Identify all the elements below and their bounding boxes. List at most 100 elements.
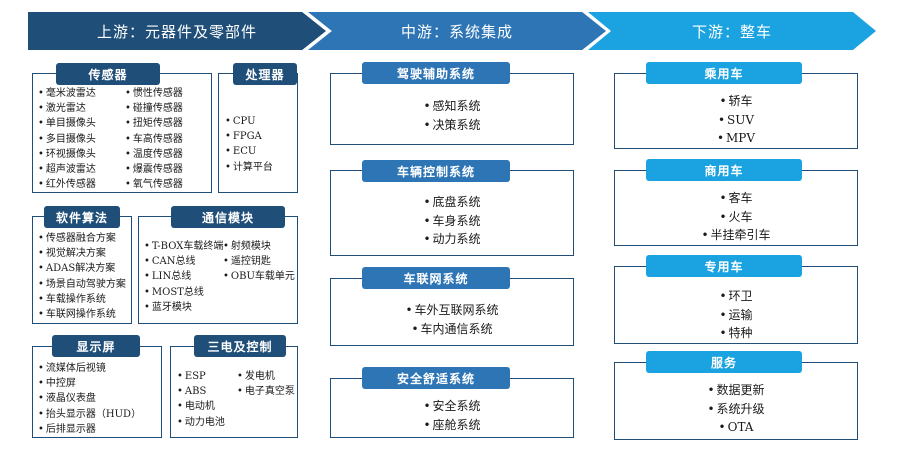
electric-title: 三电及控制 xyxy=(194,335,286,357)
list-item: ECU xyxy=(225,144,273,159)
list-item: ESP xyxy=(177,369,225,384)
list-item: 运输 xyxy=(615,306,857,325)
list-item: 蓝牙模块 xyxy=(144,300,223,315)
list-item: 红外传感器 xyxy=(38,177,96,192)
electric-list-2: 发电机 电子真空泵 xyxy=(237,369,295,399)
down-list-3: 环卫 运输 特种 xyxy=(615,287,857,343)
processor-title: 处理器 xyxy=(233,63,297,85)
comm-list-2: 射频模块 遥控钥匙 OBU车载单元 xyxy=(223,239,295,285)
mid-title-4: 安全舒适系统 xyxy=(362,367,510,389)
list-item: 超声波雷达 xyxy=(38,162,96,177)
mid-box-3: 车外互联网系统 车内通信系统 xyxy=(330,278,574,346)
list-item: 座舱系统 xyxy=(331,416,573,435)
down-list-1: 轿车 SUV MPV xyxy=(615,92,857,148)
down-title-3: 专用车 xyxy=(646,255,802,277)
list-item: 激光雷达 xyxy=(38,101,96,116)
list-item: 氧气传感器 xyxy=(125,177,183,192)
list-item: 客车 xyxy=(615,189,857,208)
display-list: 流媒体后视镜 中控屏 液晶仪表盘 抬头显示器（HUD） 后排显示器 xyxy=(38,361,141,437)
mid-title-2: 车辆控制系统 xyxy=(362,160,510,182)
list-item: 动力系统 xyxy=(331,230,573,249)
list-item: 爆震传感器 xyxy=(125,162,183,177)
mid-list-2: 底盘系统 车身系统 动力系统 xyxy=(331,193,573,249)
comm-box: T-BOX车载终端 CAN总线 LIN总线 MOST总线 蓝牙模块 射频模块 遥… xyxy=(138,216,298,324)
list-item: 场景自动驾驶方案 xyxy=(38,277,126,292)
mid-title-1: 驾驶辅助系统 xyxy=(362,62,510,84)
list-item: ABS xyxy=(177,384,225,399)
list-item: 数据更新 xyxy=(615,381,857,400)
list-item: 感知系统 xyxy=(331,97,573,116)
electric-box: ESP ABS 电动机 动力电池 发电机 电子真空泵 xyxy=(170,346,298,438)
list-item: 传感器融合方案 xyxy=(38,231,126,246)
list-item: 轿车 xyxy=(615,92,857,111)
processor-list: CPU FPGA ECU 计算平台 xyxy=(225,114,273,175)
list-item: 中控屏 xyxy=(38,376,141,391)
mid-title-3: 车联网系统 xyxy=(362,267,510,289)
stage-upstream: 上游：元器件及零部件 xyxy=(28,12,326,50)
list-item: 扭矩传感器 xyxy=(125,116,183,131)
list-item: 车联网操作系统 xyxy=(38,307,126,322)
list-item: 特种 xyxy=(615,324,857,343)
sensors-title: 传感器 xyxy=(56,63,160,85)
down-box-3: 环卫 运输 特种 xyxy=(614,266,858,344)
mid-list-4: 安全系统 座舱系统 xyxy=(331,397,573,434)
down-title-1: 乘用车 xyxy=(646,62,802,84)
list-item: 环卫 xyxy=(615,287,857,306)
down-box-2: 客车 火车 半挂牵引车 xyxy=(614,170,858,246)
list-item: 温度传感器 xyxy=(125,147,183,162)
list-item: 后排显示器 xyxy=(38,422,141,437)
list-item: 系统升级 xyxy=(615,400,857,419)
list-item: MPV xyxy=(615,129,857,148)
sensors-box: 毫米波雷达 激光雷达 单目摄像头 多目摄像头 环视摄像头 超声波雷达 红外传感器… xyxy=(32,73,212,193)
down-title-4: 服务 xyxy=(646,351,802,373)
list-item: 半挂牵引车 xyxy=(615,226,857,245)
list-item: 动力电池 xyxy=(177,415,225,430)
software-list: 传感器融合方案 视觉解决方案 ADAS解决方案 场景自动驾驶方案 车载操作系统 … xyxy=(38,231,126,322)
software-box: 传感器融合方案 视觉解决方案 ADAS解决方案 场景自动驾驶方案 车载操作系统 … xyxy=(32,216,132,324)
down-list-2: 客车 火车 半挂牵引车 xyxy=(615,189,857,245)
list-item: 发电机 xyxy=(237,369,295,384)
list-item: ADAS解决方案 xyxy=(38,261,126,276)
list-item: CAN总线 xyxy=(144,254,223,269)
list-item: MOST总线 xyxy=(144,285,223,300)
list-item: 多目摄像头 xyxy=(38,132,96,147)
list-item: 射频模块 xyxy=(223,239,295,254)
down-title-2: 商用车 xyxy=(646,159,802,181)
list-item: 流媒体后视镜 xyxy=(38,361,141,376)
list-item: 车载操作系统 xyxy=(38,292,126,307)
display-title: 显示屏 xyxy=(52,335,140,357)
list-item: 液晶仪表盘 xyxy=(38,391,141,406)
list-item: 决策系统 xyxy=(331,116,573,135)
software-title: 软件算法 xyxy=(44,206,120,228)
list-item: SUV xyxy=(615,111,857,130)
sensors-list-1: 毫米波雷达 激光雷达 单目摄像头 多目摄像头 环视摄像头 超声波雷达 红外传感器 xyxy=(38,86,96,192)
list-item: 抬头显示器（HUD） xyxy=(38,407,141,422)
list-item: 惯性传感器 xyxy=(125,86,183,101)
sensors-list-2: 惯性传感器 碰撞传感器 扭矩传感器 车高传感器 温度传感器 爆震传感器 氧气传感… xyxy=(125,86,183,192)
list-item: OBU车载单元 xyxy=(223,269,295,284)
display-box: 流媒体后视镜 中控屏 液晶仪表盘 抬头显示器（HUD） 后排显示器 xyxy=(32,346,162,438)
mid-list-1: 感知系统 决策系统 xyxy=(331,97,573,134)
list-item: 电动机 xyxy=(177,399,225,414)
list-item: 电子真空泵 xyxy=(237,384,295,399)
stage-downstream: 下游：整车 xyxy=(588,12,876,50)
mid-box-1: 感知系统 决策系统 xyxy=(330,73,574,145)
list-item: 计算平台 xyxy=(225,160,273,175)
mid-list-3: 车外互联网系统 车内通信系统 xyxy=(331,301,573,338)
list-item: 安全系统 xyxy=(331,397,573,416)
mid-box-2: 底盘系统 车身系统 动力系统 xyxy=(330,170,574,256)
electric-list-1: ESP ABS 电动机 动力电池 xyxy=(177,369,225,430)
list-item: 碰撞传感器 xyxy=(125,101,183,116)
list-item: 火车 xyxy=(615,208,857,227)
list-item: FPGA xyxy=(225,129,273,144)
list-item: 车高传感器 xyxy=(125,132,183,147)
list-item: 车内通信系统 xyxy=(331,320,573,339)
list-item: OTA xyxy=(615,418,857,437)
list-item: 车身系统 xyxy=(331,212,573,231)
list-item: 毫米波雷达 xyxy=(38,86,96,101)
stage-midstream: 中游：系统集成 xyxy=(308,12,606,50)
list-item: LIN总线 xyxy=(144,269,223,284)
processor-box: CPU FPGA ECU 计算平台 xyxy=(218,73,298,193)
list-item: 单目摄像头 xyxy=(38,116,96,131)
list-item: T-BOX车载终端 xyxy=(144,239,223,254)
